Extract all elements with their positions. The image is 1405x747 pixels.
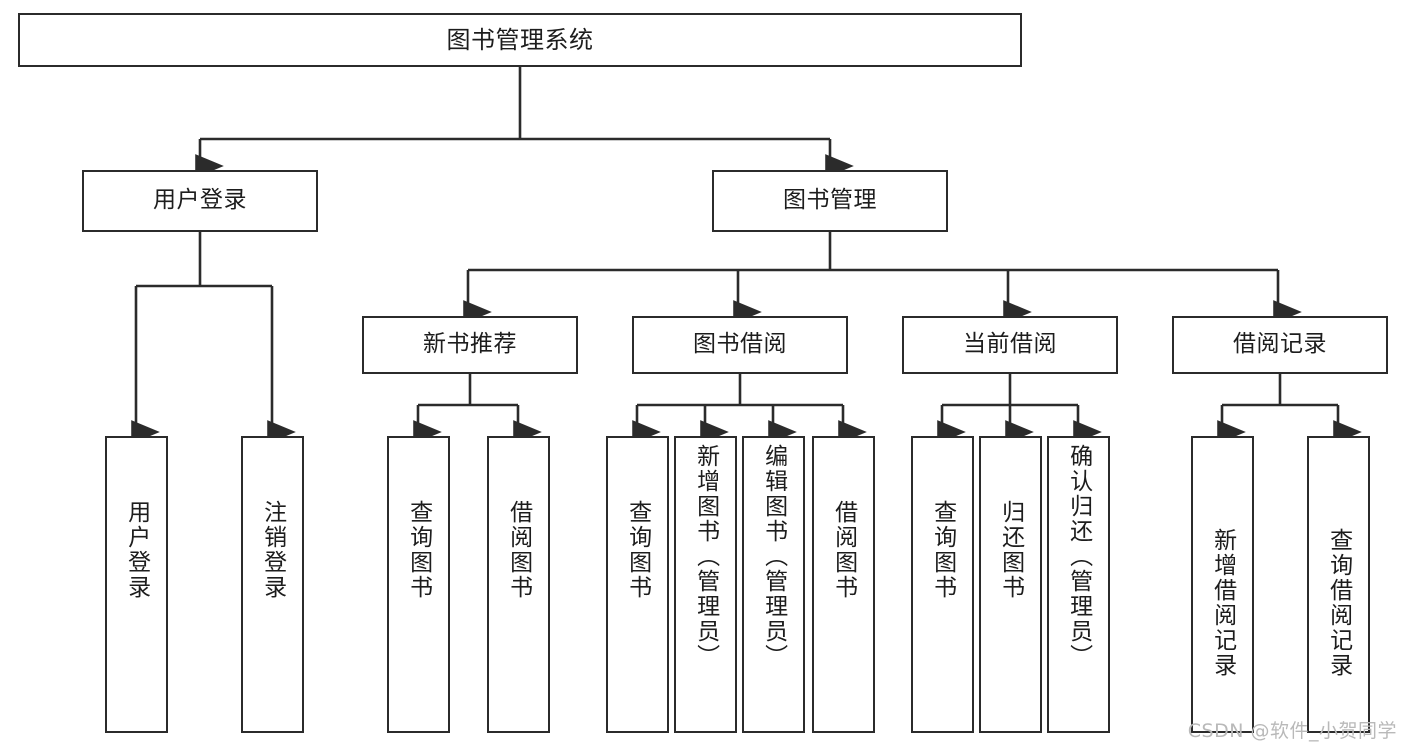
node-label: 编辑图书（管理员） (760, 444, 787, 669)
node-label: 确认归还（管理员） (1065, 444, 1092, 669)
node-book-management[interactable]: 图书管理 (712, 170, 948, 232)
leaf-book-borrow-add[interactable]: 新增图书（管理员） (674, 436, 737, 733)
node-label: 查询借阅记录 (1325, 528, 1352, 678)
leaf-borrow-record-add[interactable]: 新增借阅记录 (1191, 436, 1254, 733)
node-root-system[interactable]: 图书管理系统 (18, 13, 1022, 67)
node-label: 注销登录 (259, 500, 286, 600)
leaf-borrow-record-query[interactable]: 查询借阅记录 (1307, 436, 1370, 733)
leaf-user-login-logout[interactable]: 注销登录 (241, 436, 304, 733)
node-label: 图书管理系统 (446, 25, 594, 54)
leaf-book-borrow-query[interactable]: 查询图书 (606, 436, 669, 733)
node-label: 用户登录 (153, 187, 247, 214)
node-label: 借阅记录 (1233, 331, 1327, 358)
node-user-login[interactable]: 用户登录 (82, 170, 318, 232)
leaf-current-borrow-confirm-return[interactable]: 确认归还（管理员） (1047, 436, 1110, 733)
node-label: 当前借阅 (963, 331, 1057, 358)
node-book-borrow[interactable]: 图书借阅 (632, 316, 848, 374)
node-label: 用户登录 (123, 500, 150, 600)
node-label: 借阅图书 (505, 500, 532, 600)
leaf-current-borrow-return[interactable]: 归还图书 (979, 436, 1042, 733)
node-label: 借阅图书 (830, 500, 857, 600)
leaf-user-login-login[interactable]: 用户登录 (105, 436, 168, 733)
node-label: 新增图书（管理员） (692, 444, 719, 669)
node-label: 归还图书 (997, 500, 1024, 600)
node-label: 查询图书 (405, 500, 432, 600)
leaf-new-book-borrow[interactable]: 借阅图书 (487, 436, 550, 733)
node-label: 图书借阅 (693, 331, 787, 358)
leaf-book-borrow-edit[interactable]: 编辑图书（管理员） (742, 436, 805, 733)
leaf-new-book-query[interactable]: 查询图书 (387, 436, 450, 733)
node-current-borrow[interactable]: 当前借阅 (902, 316, 1118, 374)
csdn-watermark: CSDN @软件_小贺同学 (1187, 720, 1397, 742)
leaf-book-borrow-borrow[interactable]: 借阅图书 (812, 436, 875, 733)
node-new-book-recommend[interactable]: 新书推荐 (362, 316, 578, 374)
node-label: 查询图书 (624, 500, 651, 600)
node-label: 图书管理 (783, 187, 877, 214)
leaf-current-borrow-query[interactable]: 查询图书 (911, 436, 974, 733)
node-label: 查询图书 (929, 500, 956, 600)
node-label: 新增借阅记录 (1209, 528, 1236, 678)
node-label: 新书推荐 (423, 331, 517, 358)
node-borrow-record[interactable]: 借阅记录 (1172, 316, 1388, 374)
